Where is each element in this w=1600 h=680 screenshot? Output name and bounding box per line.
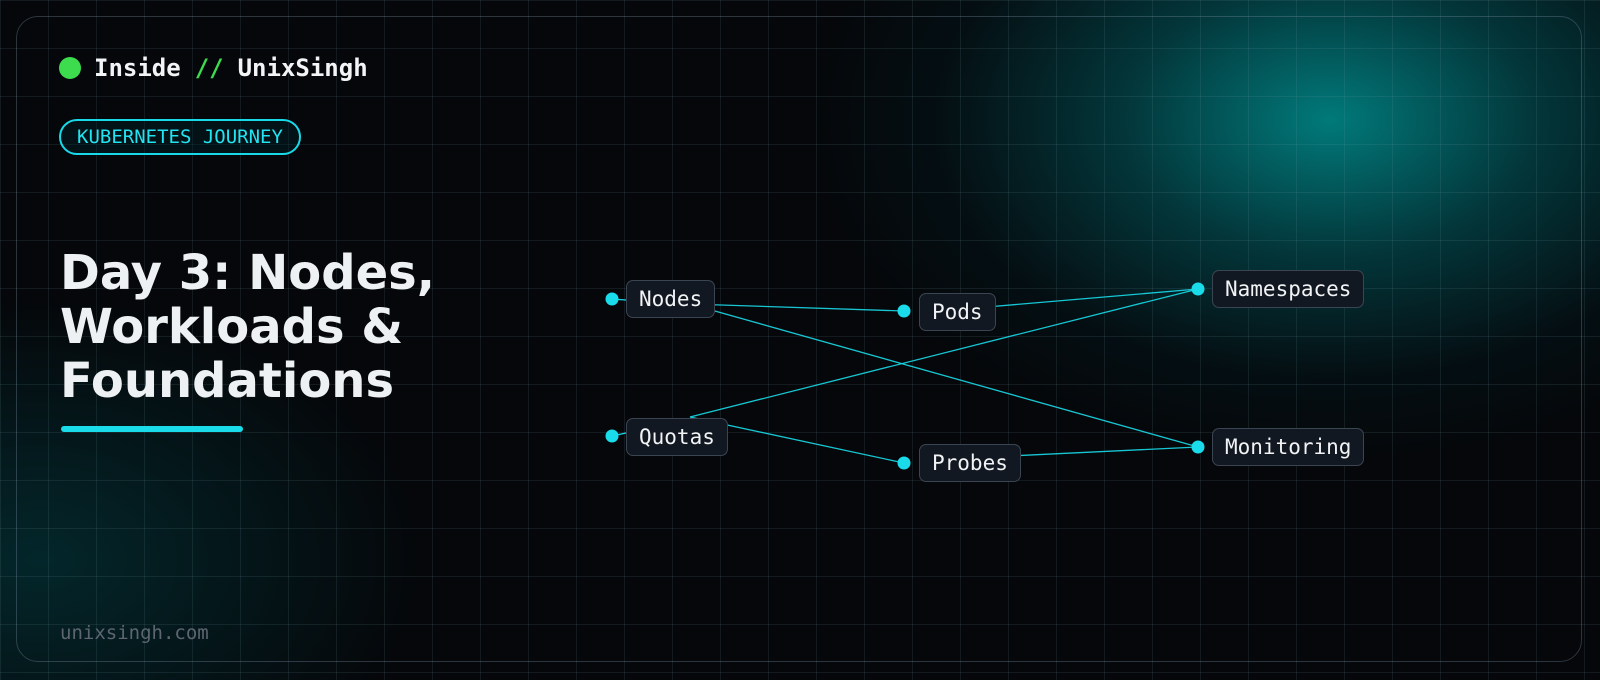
title-line-3: Foundations bbox=[60, 353, 395, 409]
diagram-edge-pods-namespaces bbox=[974, 288, 1199, 309]
diagram-edge-nodes-pods bbox=[689, 303, 905, 312]
diagram-node-namespaces: Namespaces bbox=[1212, 270, 1365, 308]
diagram-edge-nodes-monitoring bbox=[689, 303, 1199, 448]
diagram-edges bbox=[689, 288, 1199, 464]
series-tag: KUBERNETES JOURNEY bbox=[59, 119, 301, 155]
port-stub-quotas bbox=[611, 432, 627, 437]
title-underline bbox=[61, 426, 243, 432]
card-frame bbox=[16, 16, 1582, 662]
brand-separator: // bbox=[194, 54, 224, 82]
page-title: Day 3: Nodes, Workloads & Foundations bbox=[60, 246, 435, 408]
title-line-2: Workloads & bbox=[60, 299, 404, 355]
diagram-edge-quotas-namespaces bbox=[689, 288, 1199, 418]
status-dot-icon bbox=[59, 57, 81, 79]
brand-name-right: UnixSingh bbox=[237, 54, 368, 82]
diagram-ports bbox=[605, 282, 1205, 470]
port-dot-monitoring bbox=[1191, 440, 1205, 454]
port-stub-nodes bbox=[611, 298, 627, 301]
diagram-node-probes: Probes bbox=[919, 444, 1021, 482]
diagram-node-pods: Pods bbox=[919, 293, 996, 331]
port-dot-pods bbox=[897, 304, 911, 318]
footer-site: unixsingh.com bbox=[60, 622, 209, 644]
title-line-1: Day 3: Nodes, bbox=[60, 245, 435, 301]
brand: Inside // UnixSingh bbox=[59, 54, 368, 82]
diagram-node-quotas: Quotas bbox=[626, 418, 728, 456]
port-dot-namespaces bbox=[1191, 282, 1205, 296]
diagram-edge-probes-monitoring bbox=[1009, 446, 1199, 457]
diagram-node-nodes: Nodes bbox=[626, 280, 716, 318]
port-dot-probes bbox=[897, 456, 911, 470]
brand-name-left: Inside bbox=[94, 54, 181, 82]
diagram-node-monitoring: Monitoring bbox=[1212, 428, 1365, 466]
